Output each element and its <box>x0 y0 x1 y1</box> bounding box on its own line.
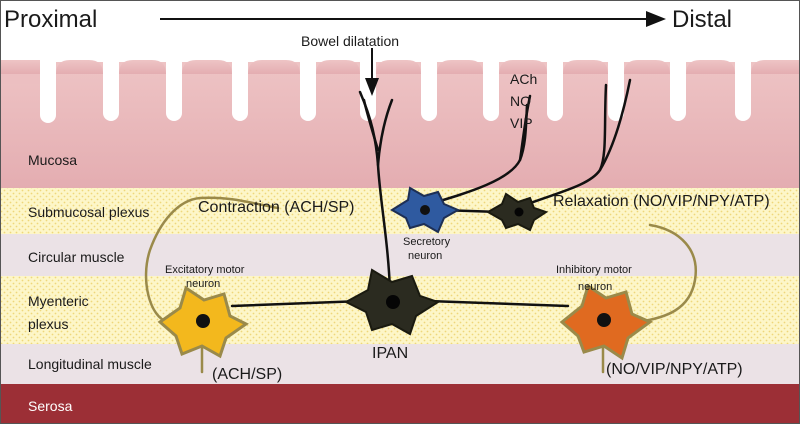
longitudinal-muscle-layer <box>0 344 800 384</box>
no-label: NO <box>510 93 531 109</box>
mucosa-layer <box>0 60 800 188</box>
serosa-layer <box>0 384 800 424</box>
excitatory-label-line2: neuron <box>186 278 220 290</box>
secretory-neuron <box>390 186 461 234</box>
motor-fibers <box>144 196 698 374</box>
longitudinal-muscle-label: Longitudinal muscle <box>28 356 152 372</box>
serosa-label: Serosa <box>28 398 73 414</box>
excitatory-motor-neuron <box>157 285 249 359</box>
secretory-label-line1: Secretory <box>403 236 451 248</box>
secretory-label-line2: neuron <box>408 250 442 262</box>
myenteric-label-line1: Myenteric <box>28 293 89 309</box>
circular-muscle-label: Circular muscle <box>28 249 125 265</box>
inhibitory-motor-neuron <box>559 283 653 361</box>
ipan-neuron <box>343 268 441 336</box>
relaxation-label: Relaxation (NO/VIP/NPY/ATP) <box>553 193 770 210</box>
proximal-distal-arrow <box>160 11 666 27</box>
inhibitory-label-line2: neuron <box>578 281 612 293</box>
proximal-label: Proximal <box>4 6 97 33</box>
ach-label: ACh <box>510 71 537 87</box>
bowel-dilatation-arrow <box>365 48 379 96</box>
mucosa-crypts <box>40 55 751 123</box>
myenteric-label-line2: plexus <box>28 316 68 332</box>
ach-sp-bottom-label: (ACH/SP) <box>212 366 282 383</box>
inhibitory-label-line1: Inhibitory motor <box>556 264 632 276</box>
distal-label: Distal <box>672 6 732 33</box>
circular-muscle-layer <box>0 234 800 276</box>
excitatory-label-line1: Excitatory motor <box>165 264 245 276</box>
no-vip-bottom-label: (NO/VIP/NPY/ATP) <box>606 361 743 378</box>
submucosal-inhibitory-neuron <box>485 192 549 232</box>
mucosa-layer-label: Mucosa <box>28 152 77 168</box>
bowel-dilatation-label: Bowel dilatation <box>301 33 399 49</box>
ipan-label: IPAN <box>372 345 408 362</box>
contraction-label: Contraction (ACH/SP) <box>198 199 355 216</box>
vip-label: VIP <box>510 115 533 131</box>
submucosal-layer-label: Submucosal plexus <box>28 204 149 220</box>
